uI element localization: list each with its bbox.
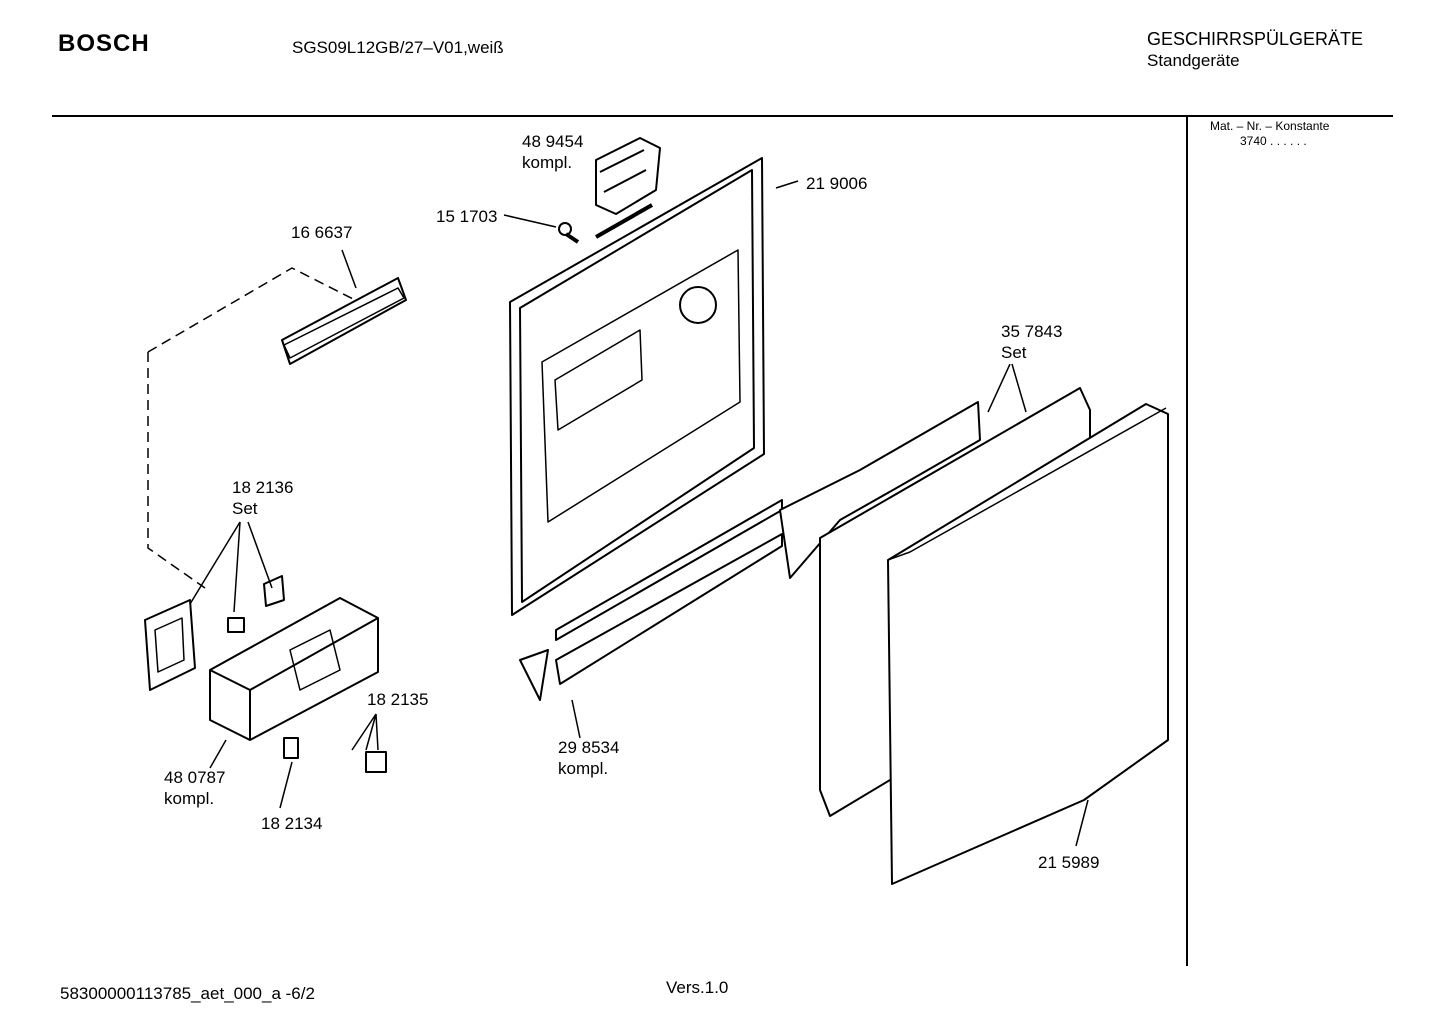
small-switch-part-182135 [365,751,387,773]
detergent-dispenser [595,137,661,215]
part-label-298534: 29 8534 kompl. [558,738,620,778]
outer-door-panel [887,403,1169,885]
control-module-housing [209,597,379,741]
part-label-215989: 21 5989 [1038,853,1100,872]
version-label: Vers.1.0 [666,978,729,997]
inner-door-panel [509,157,765,616]
small-latch-part [263,575,285,607]
assembly-guide-dashed-lower [147,352,206,589]
part-label-480787: 48 0787 kompl. [164,768,226,808]
category-title: GESCHIRRSPÜLGERÄTE [1147,29,1364,49]
mat-nr-value: 3740 . . . . . . [1240,134,1307,148]
assembly-guide-dashed [147,267,356,353]
document-code: 58300000113785_aet_000_a -6/2 [60,984,315,1003]
part-label-166637: 16 6637 [291,223,353,242]
part-label-219006: 21 9006 [806,174,868,193]
small-switch-part-182134 [283,737,299,759]
part-label-182134: 18 2134 [261,814,323,833]
small-clip-part [227,617,245,633]
seal-frame-part [281,277,407,365]
part-label-151703: 15 1703 [436,207,498,226]
part-label-489454: 48 9454 kompl. [522,132,584,172]
subcategory-title: Standgeräte [1147,51,1240,70]
mat-nr-label: Mat. – Nr. – Konstante [1210,119,1330,133]
part-label-182136: 18 2136 Set [232,478,294,518]
model-number: SGS09L12GB/27–V01,weiß [292,38,504,57]
bracket-part [144,599,196,691]
screw-part [558,222,580,244]
part-label-182135: 18 2135 [367,690,429,709]
part-label-357843: 35 7843 Set [1001,322,1063,362]
brand-logo-text: BOSCH [58,30,150,57]
